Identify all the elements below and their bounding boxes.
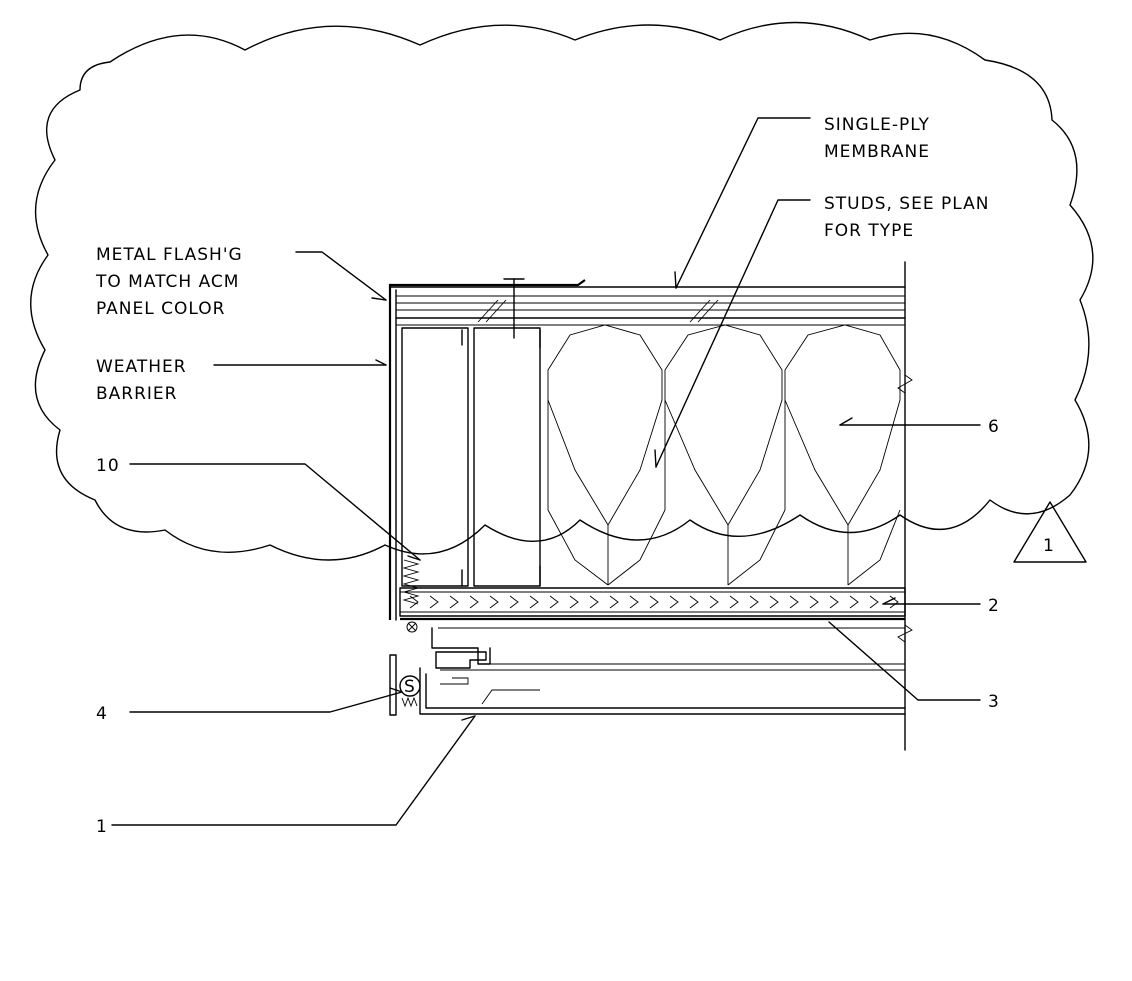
break-line: [897, 261, 913, 751]
label-studs-1: STUDS, SEE PLAN: [824, 194, 989, 214]
label-flash-1: METAL FLASH'G: [96, 245, 243, 265]
label-tag-3: 3: [988, 692, 1000, 712]
roof-layers: [389, 278, 906, 339]
batt-insulation: [547, 324, 901, 586]
revision-tag-text: 1: [1043, 536, 1055, 556]
label-tag-1: 1: [96, 817, 108, 837]
revision-triangle: 1: [1013, 501, 1087, 563]
label-studs-2: FOR TYPE: [824, 221, 914, 241]
annotation-labels: SINGLE-PLY MEMBRANE STUDS, SEE PLAN FOR …: [95, 115, 1000, 837]
label-weather-2: BARRIER: [96, 384, 177, 404]
label-tag-10: 10: [96, 456, 120, 476]
acm-panel-system: [389, 627, 906, 716]
label-tag-4: 4: [96, 704, 108, 724]
label-flash-2: TO MATCH ACM: [95, 272, 239, 292]
screw-symbol: S: [399, 675, 421, 708]
sheathing-band: [399, 587, 906, 621]
metal-studs: [401, 327, 541, 587]
screw-symbol-text: S: [404, 677, 416, 697]
leader-lines: [111, 117, 981, 826]
label-tag-2: 2: [988, 596, 1000, 616]
label-single-ply-2: MEMBRANE: [824, 142, 930, 162]
label-tag-6: 6: [988, 417, 1000, 437]
label-single-ply-1: SINGLE-PLY: [824, 115, 930, 135]
label-flash-3: PANEL COLOR: [96, 299, 225, 319]
metal-flashing: [388, 279, 586, 621]
revision-cloud: [30, 21, 1094, 561]
fastener-spring: [402, 559, 420, 633]
label-weather-1: WEATHER: [96, 357, 187, 377]
